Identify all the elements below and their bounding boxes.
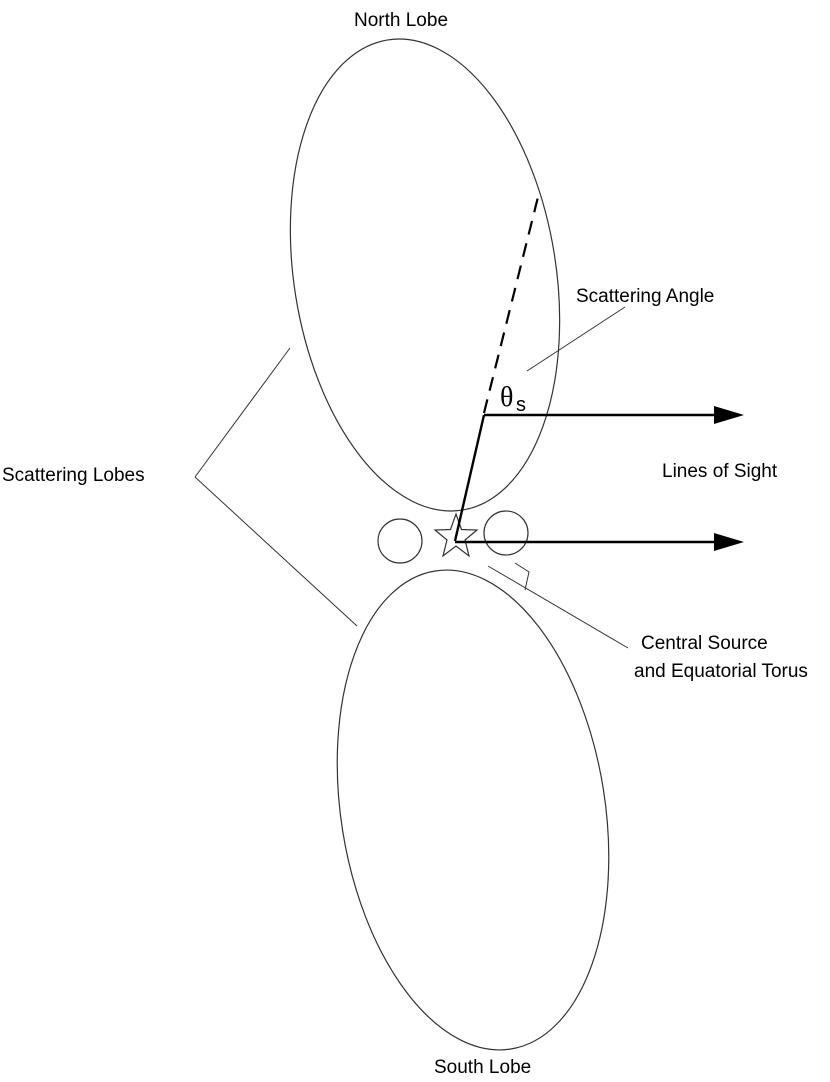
central-source-leader (487, 565, 629, 649)
lines-of-sight-label: Lines of Sight (662, 461, 778, 482)
torus-right-circle (483, 510, 529, 556)
torus-leader-tick (514, 562, 530, 591)
theta-subscript: s (516, 394, 526, 416)
south-lobe-label: South Lobe (434, 1057, 531, 1078)
scattering-angle-leader (526, 306, 626, 372)
scattering-direction-line (453, 414, 486, 542)
line-of-sight-upper-arrowhead (714, 406, 744, 424)
torus-left-circle (377, 518, 423, 564)
scattering-lobes-label: Scattering Lobes (2, 465, 145, 486)
scattering-lobes-leader-lower (194, 476, 358, 627)
north-lobe-ellipse (289, 38, 561, 512)
scattering-angle-label: Scattering Angle (576, 286, 714, 307)
central-source-label-line2: and Equatorial Torus (634, 661, 808, 682)
dashed-extension-line (482, 196, 540, 414)
central-source-label-line1: Central Source (641, 633, 768, 654)
north-lobe-label: North Lobe (354, 10, 448, 31)
theta-symbol: θ (500, 382, 513, 413)
line-of-sight-lower-arrowhead (714, 533, 744, 551)
scattering-lobes-leader-upper (194, 347, 291, 478)
south-lobe-ellipse (336, 569, 610, 1051)
